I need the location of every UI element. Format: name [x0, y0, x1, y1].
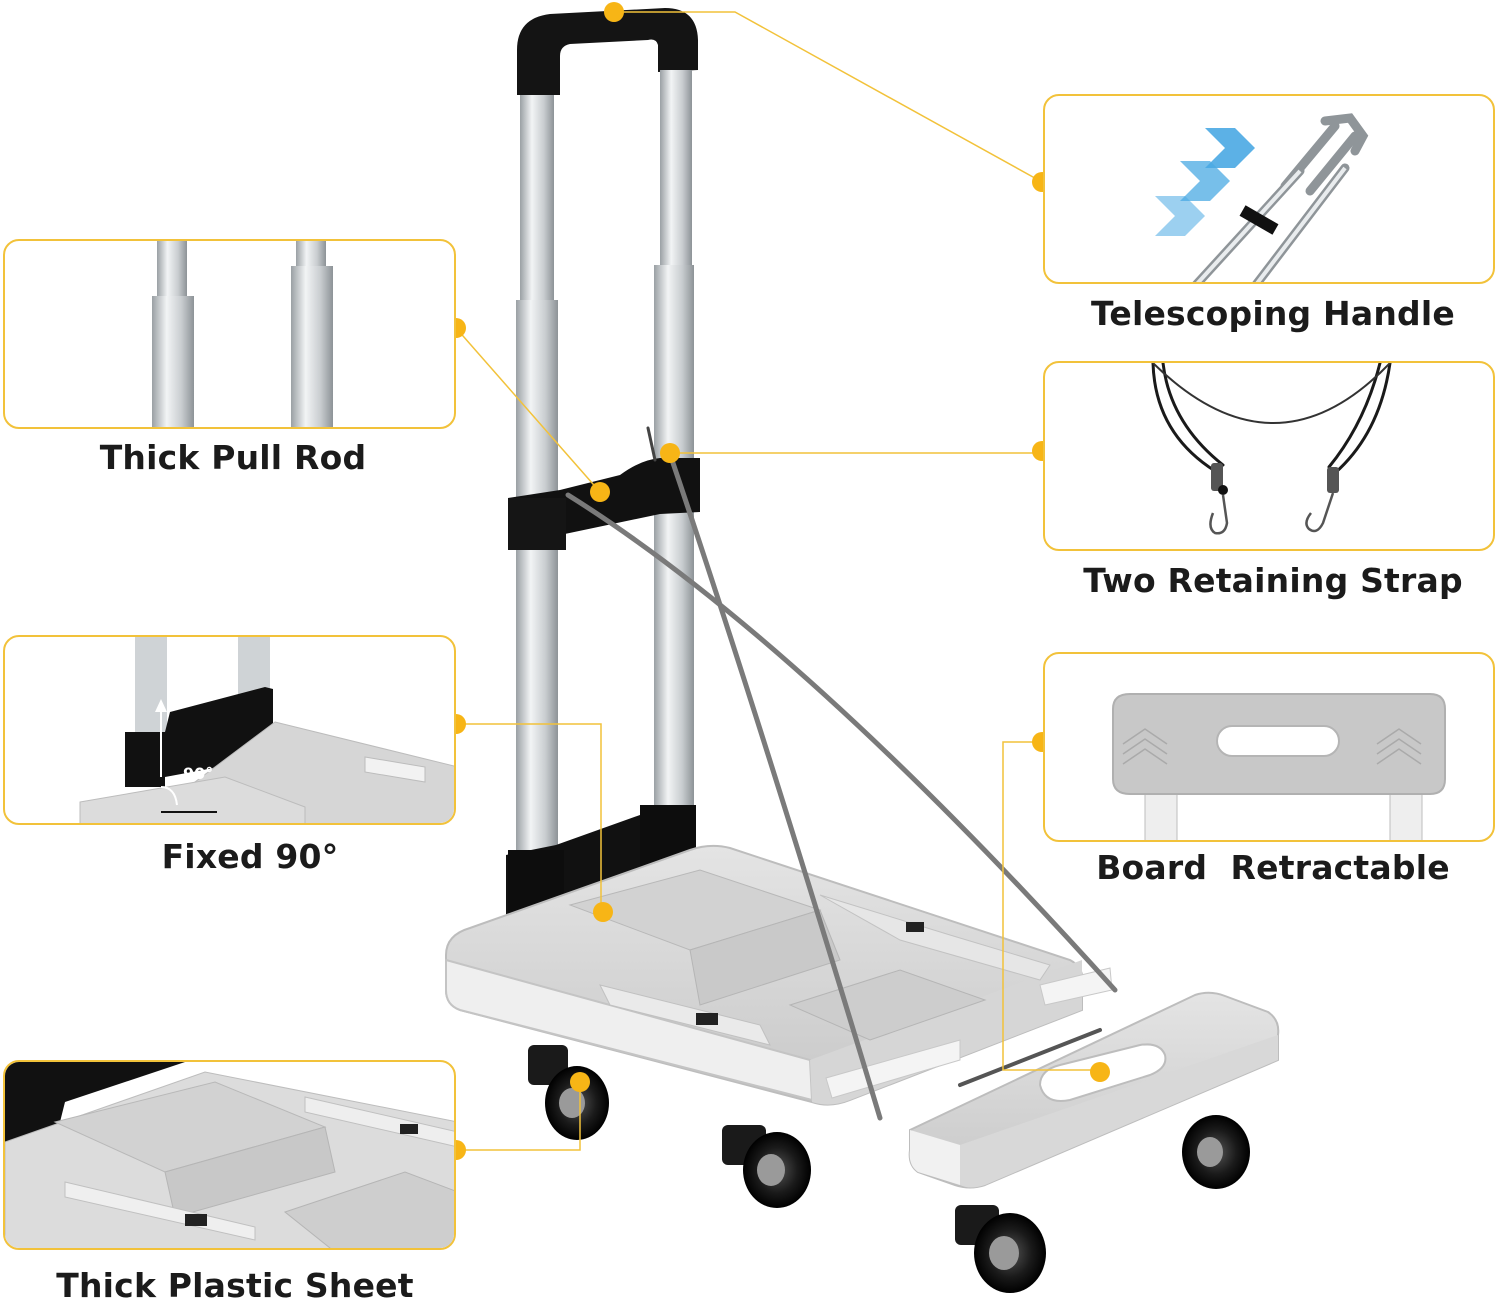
- extend-arrows-icon: [1155, 128, 1255, 236]
- handle-grip: [517, 8, 698, 95]
- hook-right-icon: [1305, 467, 1339, 533]
- right-upper-rod: [660, 70, 692, 270]
- callout-plastic-sheet: [3, 1060, 456, 1250]
- callout-board-retractable: [1043, 652, 1495, 842]
- caption-plastic-sheet: Thick Plastic Sheet: [56, 1266, 414, 1305]
- callout-fixed-angle: 90°: [3, 635, 456, 825]
- pull-rod-detail-image: [152, 241, 333, 427]
- caption-retaining-strap: Two Retaining Strap: [1083, 561, 1463, 600]
- callout-telescoping-handle: [1043, 94, 1495, 284]
- bungee-straps: [565, 426, 1118, 1121]
- wheel-rear-right: [1182, 1115, 1250, 1189]
- texture-left-icon: [1122, 728, 1168, 765]
- board-detail-image: [1112, 693, 1446, 840]
- caption-thick-pull-rod: Thick Pull Rod: [99, 438, 367, 477]
- dot-board: [1090, 1062, 1110, 1082]
- right-lower-rod: [654, 265, 694, 825]
- telescoping-detail-image: [1155, 113, 1369, 282]
- extension-board: [908, 991, 1280, 1189]
- texture-right-icon: [1376, 728, 1422, 765]
- left-lower-rod: [516, 300, 558, 860]
- dot-handle-top: [604, 2, 624, 22]
- dot-pull-rod: [590, 482, 610, 502]
- dot-platform: [593, 902, 613, 922]
- dot-wheel: [570, 1072, 590, 1092]
- callout-retaining-strap: [1043, 361, 1495, 551]
- wheel-front-left: [722, 1125, 811, 1208]
- leader-lines: [455, 11, 1100, 1151]
- dot-strap: [660, 443, 680, 463]
- middle-brace: [508, 458, 700, 550]
- plastic-sheet-detail-image: [5, 1062, 454, 1248]
- strap-detail-image: [1151, 363, 1392, 535]
- hook-left-icon: [1209, 463, 1229, 535]
- wheel-front-right: [955, 1205, 1046, 1293]
- angle-mark-label: 90°: [183, 764, 213, 783]
- caption-fixed-angle: Fixed 90°: [161, 837, 339, 876]
- wheel-rear-left: [528, 1045, 609, 1140]
- fixed-angle-detail-image: 90°: [79, 637, 454, 823]
- caption-board-retractable: Board Retractable: [1096, 848, 1450, 887]
- callout-thick-pull-rod: [3, 239, 456, 429]
- caption-telescoping-handle: Telescoping Handle: [1091, 294, 1455, 333]
- left-upper-rod: [520, 95, 554, 305]
